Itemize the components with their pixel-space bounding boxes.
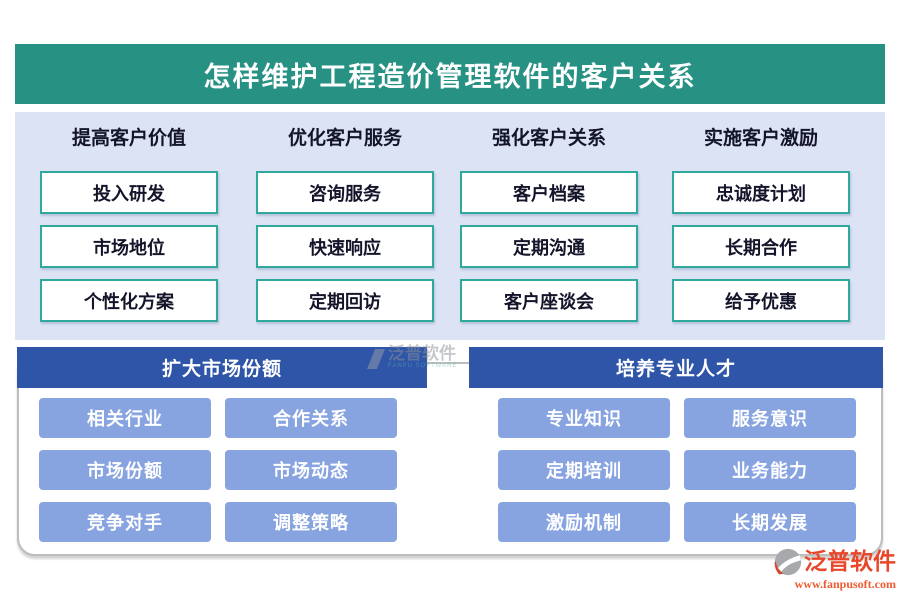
item-button[interactable]: 客户座谈会 [460, 279, 638, 322]
column-customer-relation: 强化客户关系 客户档案 定期沟通 客户座谈会 [460, 126, 638, 333]
item-button[interactable]: 咨询服务 [256, 171, 434, 214]
logo-url[interactable]: www.fanpusoft.com [794, 577, 896, 591]
item-button[interactable]: 服务意识 [684, 398, 856, 438]
group-header-market-share: 扩大市场份额 [17, 347, 427, 388]
column-customer-value: 提高客户价值 投入研发 市场地位 个性化方案 [40, 126, 218, 333]
logo-name: 泛普软件 [804, 549, 896, 574]
item-button[interactable]: 激励机制 [498, 502, 670, 542]
column-header: 优化客户服务 [287, 128, 402, 149]
item-button[interactable]: 业务能力 [684, 450, 856, 490]
item-button[interactable]: 给予优惠 [672, 279, 850, 322]
item-button[interactable]: 调整策略 [225, 502, 397, 542]
item-button[interactable]: 市场动态 [225, 450, 397, 490]
item-button[interactable]: 长期合作 [672, 225, 850, 268]
item-button[interactable]: 市场份额 [39, 450, 211, 490]
group-header-talent: 培养专业人才 [469, 347, 883, 388]
top-panel: 提高客户价值 投入研发 市场地位 个性化方案 优化客户服务 咨询服务 快速响应 … [15, 112, 885, 369]
item-button[interactable]: 专业知识 [498, 398, 670, 438]
item-button[interactable]: 竞争对手 [39, 502, 211, 542]
item-button[interactable]: 长期发展 [684, 502, 856, 542]
page-title: 怎样维护工程造价管理软件的客户关系 [15, 44, 885, 104]
group-body-talent: 专业知识 服务意识 定期培训 业务能力 激励机制 长期发展 [498, 398, 856, 542]
item-button[interactable]: 市场地位 [40, 225, 218, 268]
fanpu-logo[interactable]: 泛普软件 www.fanpusoft.com [768, 548, 896, 592]
column-header: 提高客户价值 [71, 128, 186, 149]
column-header: 强化客户关系 [491, 128, 606, 149]
item-button[interactable]: 客户档案 [460, 171, 638, 214]
group-body-market-share: 相关行业 合作关系 市场份额 市场动态 竞争对手 调整策略 [39, 398, 397, 542]
column-customer-service: 优化客户服务 咨询服务 快速响应 定期回访 [256, 126, 434, 333]
column-header: 实施客户激励 [703, 128, 818, 149]
item-button[interactable]: 合作关系 [225, 398, 397, 438]
item-button[interactable]: 定期培训 [498, 450, 670, 490]
fanpu-logo-icon [774, 548, 802, 576]
item-button[interactable]: 相关行业 [39, 398, 211, 438]
item-button[interactable]: 定期回访 [256, 279, 434, 322]
item-button[interactable]: 忠诚度计划 [672, 171, 850, 214]
item-button[interactable]: 定期沟通 [460, 225, 638, 268]
column-customer-incentive: 实施客户激励 忠诚度计划 长期合作 给予优惠 [672, 126, 850, 333]
item-button[interactable]: 投入研发 [40, 171, 218, 214]
item-button[interactable]: 快速响应 [256, 225, 434, 268]
item-button[interactable]: 个性化方案 [40, 279, 218, 322]
